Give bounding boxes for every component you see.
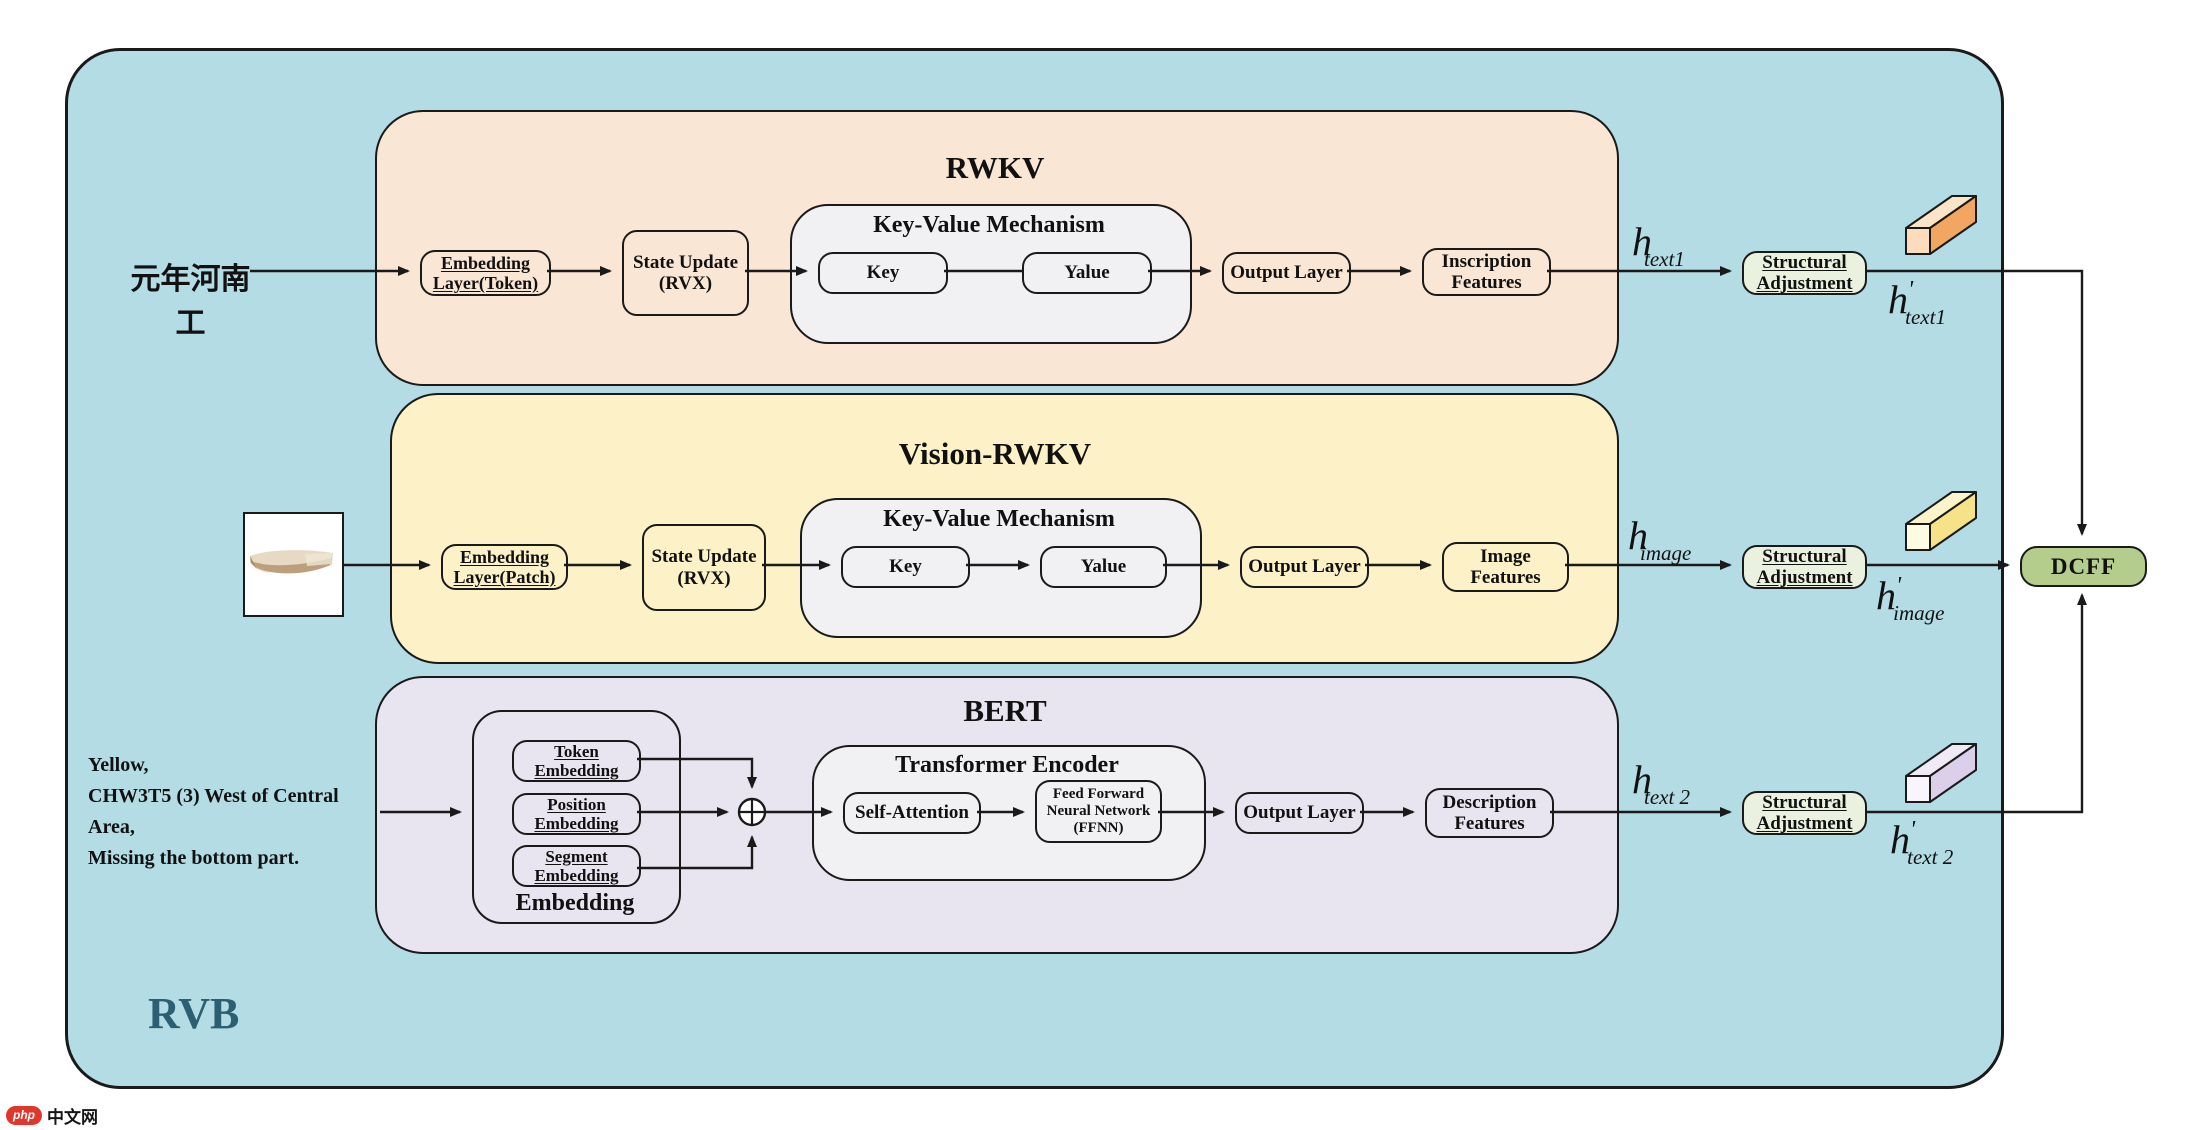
vision-key-box: Key xyxy=(841,546,970,588)
rwkv-key-box: Key xyxy=(818,252,948,294)
bert-features-box: Description Features xyxy=(1425,788,1554,838)
arrow-segment-to-sum xyxy=(637,835,757,870)
bert-position-embedding-box: Position Embedding xyxy=(512,793,641,835)
image-tensor-icon xyxy=(1905,491,1977,551)
h-base: h xyxy=(1876,573,1896,618)
rvb-label: RVB xyxy=(148,989,240,1038)
arrow-bert-to-dcff xyxy=(1863,593,2087,814)
rwkv-embedding-layer-box: Embedding Layer(Token) xyxy=(420,250,551,296)
vision-input-image xyxy=(243,512,344,617)
arrow-token-to-sum xyxy=(637,757,757,789)
h-sub: text1 xyxy=(1644,247,1685,271)
bert-structural-adjustment-box: Structural Adjustment xyxy=(1742,791,1867,835)
bert-encoder-title: Transformer Encoder xyxy=(895,752,1119,778)
rwkv-h-in-label: htext1 xyxy=(1632,218,1685,272)
rwkv-structural-adjustment-box: Structural Adjustment xyxy=(1742,251,1867,295)
text2-tensor-icon xyxy=(1905,743,1977,803)
rwkv-kv-mechanism-box xyxy=(790,204,1192,344)
artifact-fragment-image xyxy=(250,550,333,574)
php-logo-icon: php xyxy=(6,1106,42,1125)
h-base: h xyxy=(1632,757,1652,802)
dcff-box: DCFF xyxy=(2020,546,2147,587)
rwkv-h-out-label: h'text1 xyxy=(1888,276,1946,330)
bert-input-text: Yellow, CHW3T5 (3) West of Central Area,… xyxy=(88,754,339,869)
bert-embedding-label: Embedding xyxy=(515,890,635,916)
rwkv-kv-title: Key-Value Mechanism xyxy=(873,212,1105,238)
bert-embedding-group-box xyxy=(472,710,681,924)
h-base: h xyxy=(1888,277,1908,322)
bert-ffnn-box: Feed Forward Neural Network (FFNN) xyxy=(1035,780,1162,843)
rwkv-value-box: Yalue xyxy=(1022,252,1152,294)
vision-kv-mechanism-box xyxy=(800,498,1202,638)
h-prime: ' xyxy=(1910,817,1916,843)
h-sub: image xyxy=(1640,541,1692,565)
rwkv-state-update-box: State Update (RVX) xyxy=(622,230,749,316)
h-base: h xyxy=(1890,817,1910,862)
vision-value-box: Yalue xyxy=(1040,546,1167,588)
rwkv-title: RWKV xyxy=(945,150,1045,185)
vision-features-box: Image Features xyxy=(1442,542,1569,592)
bert-h-in-label: htext 2 xyxy=(1632,756,1690,810)
sum-circle-icon xyxy=(737,797,767,827)
vision-output-layer-box: Output Layer xyxy=(1240,546,1369,588)
rwkv-input-text: 元年河南工 xyxy=(130,263,251,340)
vision-h-in-label: himage xyxy=(1628,512,1691,566)
h-sub: text 2 xyxy=(1644,785,1691,809)
vision-structural-adjustment-box: Structural Adjustment xyxy=(1742,545,1867,589)
bert-token-embedding-box: Token Embedding xyxy=(512,740,641,782)
h-base: h xyxy=(1632,219,1652,264)
site-logo: php 中文网 xyxy=(6,1103,98,1128)
vision-h-out-label: h'image xyxy=(1876,572,1944,626)
h-sub: text 2 xyxy=(1907,845,1954,869)
h-prime: ' xyxy=(1896,573,1902,599)
vision-state-update-box: State Update (RVX) xyxy=(642,524,766,611)
bert-self-attention-box: Self-Attention xyxy=(843,792,981,834)
bert-segment-embedding-box: Segment Embedding xyxy=(512,845,641,887)
h-base: h xyxy=(1628,513,1648,558)
h-sub: text1 xyxy=(1905,305,1946,329)
bert-h-out-label: h'text 2 xyxy=(1890,816,1953,870)
vision-title: Vision-RWKV xyxy=(898,436,1092,471)
arrow-rwkv-to-dcff xyxy=(1863,269,2087,536)
bert-title: BERT xyxy=(963,693,1047,728)
rwkv-features-box: Inscription Features xyxy=(1422,248,1551,296)
vision-embedding-layer-box: Embedding Layer(Patch) xyxy=(441,544,568,590)
site-logo-text: 中文网 xyxy=(47,1108,98,1127)
vision-kv-title: Key-Value Mechanism xyxy=(883,506,1115,532)
h-prime: ' xyxy=(1908,277,1914,303)
rwkv-output-layer-box: Output Layer xyxy=(1222,252,1351,294)
h-sub: image xyxy=(1893,601,1945,625)
text1-tensor-icon xyxy=(1905,195,1977,255)
bert-output-layer-box: Output Layer xyxy=(1235,792,1364,834)
